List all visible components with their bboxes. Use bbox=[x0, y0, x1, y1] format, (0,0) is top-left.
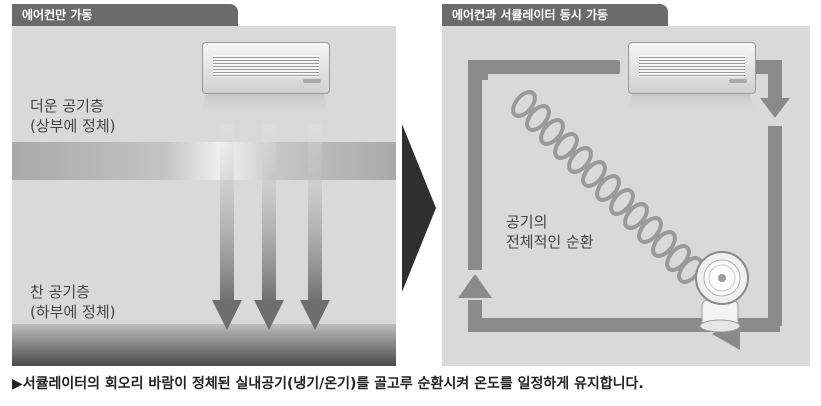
warm-layer-label: 더운 공기층 (상부에 정체) bbox=[30, 97, 116, 135]
air-conditioner-icon bbox=[202, 42, 330, 94]
circulator-fan-icon bbox=[695, 251, 749, 333]
cool-air-beam bbox=[626, 94, 756, 116]
warm-air-layer bbox=[12, 142, 396, 180]
air-conditioner-icon bbox=[628, 42, 756, 94]
right-tab: 에어컨과 서큘레이터 동시 가동 bbox=[442, 4, 668, 26]
caption-text: ▶서큘레이터의 회오리 바람이 정체된 실내공기(냉기/온기)를 골고루 순환시… bbox=[12, 376, 644, 392]
cold-layer-label: 찬 공기층 (하부에 정체) bbox=[30, 283, 116, 321]
swirl-wind-icon bbox=[511, 90, 703, 284]
left-tab: 에어컨만 가동 bbox=[12, 4, 238, 26]
cold-air-layer bbox=[12, 324, 396, 366]
falling-air-arrows bbox=[212, 124, 330, 330]
circulation-label: 공기의 전체적인 순환 bbox=[506, 213, 594, 251]
cool-air-beam bbox=[200, 94, 330, 120]
left-panel: 더운 공기층 (상부에 정체) 찬 공기층 (하부에 정체) bbox=[12, 26, 396, 366]
right-panel: 공기의 전체적인 순환 bbox=[442, 26, 810, 366]
transition-arrow-icon bbox=[402, 124, 436, 292]
